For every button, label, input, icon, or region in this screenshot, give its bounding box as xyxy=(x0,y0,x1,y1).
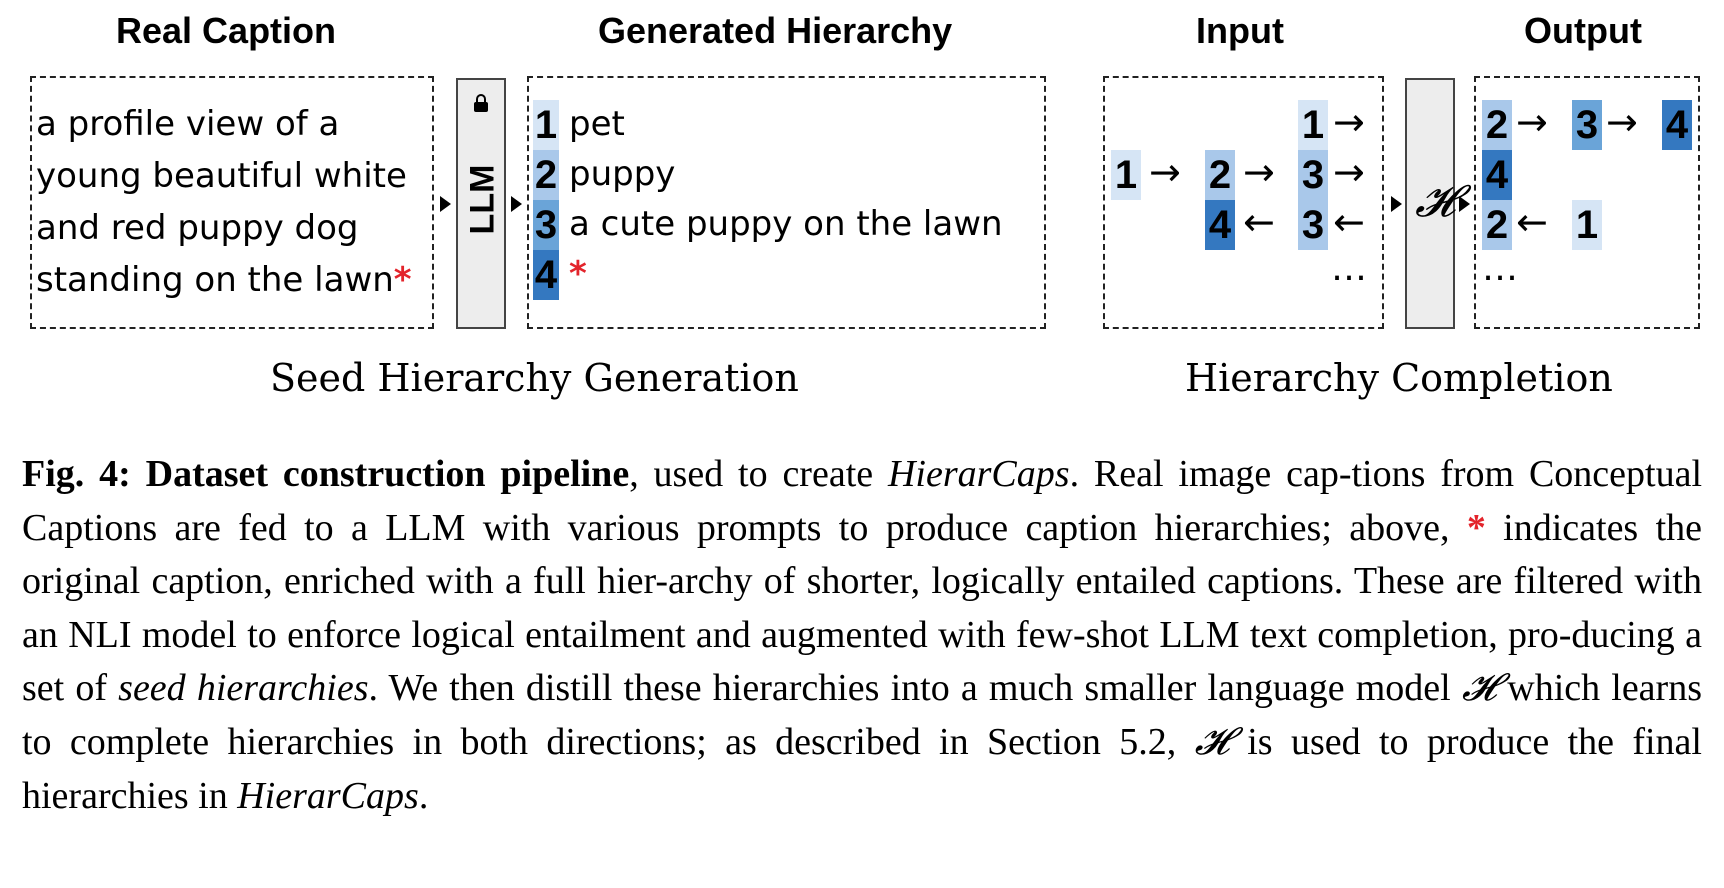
caption-text: . Real image cap-tions from Conceptual C… xyxy=(22,453,1703,549)
caption-text: which learns to complete hierarchies in … xyxy=(22,667,1702,763)
output-num: 2 xyxy=(1482,100,1512,150)
level-2-badge: 2 xyxy=(533,150,559,200)
output-num: 1 xyxy=(1572,200,1602,250)
output-num: 2 xyxy=(1482,200,1512,250)
real-caption-line: standing on the lawn* xyxy=(36,260,412,300)
caption-text: . We then distill these hierarchies into… xyxy=(368,667,1462,710)
input-num: 3 xyxy=(1298,150,1328,200)
caption-text: , used to create xyxy=(629,453,888,495)
caption-text: . xyxy=(418,774,429,817)
h-model-box: 𝓗 xyxy=(1405,78,1455,329)
left-arrow-icon: ← xyxy=(1516,200,1548,244)
header-output: Output xyxy=(1524,10,1642,51)
caption-label: Fig. 4: Dataset construction pipeline xyxy=(22,453,630,495)
output-num: 3 xyxy=(1572,100,1602,150)
real-caption-line: and red puppy dog xyxy=(36,208,359,248)
generated-caption-4-star: * xyxy=(569,254,587,294)
input-num: 3 xyxy=(1298,200,1328,250)
right-arrow-icon: → xyxy=(1333,100,1365,144)
caption-text: is used to produce the final hierarchies… xyxy=(22,720,1702,817)
generated-caption-2: puppy xyxy=(569,154,676,194)
output-num: 4 xyxy=(1662,100,1692,150)
caption-dataset-name: HierarCaps xyxy=(887,453,1070,495)
input-box: 1 → 1 → 2 → 3 → 4 ← 3 ← … xyxy=(1103,76,1384,329)
arrow-head-icon xyxy=(1459,196,1470,212)
arrow-head-icon xyxy=(1391,196,1402,212)
caption-seed-hierarchies: seed hierarchies xyxy=(118,667,369,710)
ellipsis: … xyxy=(1482,248,1522,289)
input-num: 1 xyxy=(1111,150,1141,200)
input-num: 2 xyxy=(1205,150,1235,200)
original-caption-star: * xyxy=(393,260,412,300)
caption-text: indicates the original caption, enriched… xyxy=(22,506,1702,710)
level-4-badge: 4 xyxy=(533,250,559,300)
right-arrow-icon: → xyxy=(1333,150,1365,194)
left-arrow-icon: ← xyxy=(1243,200,1275,244)
right-arrow-icon: → xyxy=(1149,150,1181,194)
right-arrow-icon: → xyxy=(1516,100,1548,144)
level-1-badge: 1 xyxy=(533,100,559,150)
caption-star: * xyxy=(1466,506,1486,549)
header-input: Input xyxy=(1196,10,1284,51)
header-real-caption: Real Caption xyxy=(116,10,337,51)
arrow-head-icon xyxy=(511,196,522,212)
real-caption-box: a profile view of a young beautiful whit… xyxy=(30,76,434,329)
h-symbol: 𝓗 xyxy=(1415,176,1455,227)
llm-box: LLM xyxy=(456,78,506,329)
right-arrow-icon: → xyxy=(1243,150,1275,194)
generated-hierarchy-box: 1 2 3 4 pet puppy a cute puppy on the la… xyxy=(527,76,1046,329)
lock-icon xyxy=(474,94,488,112)
level-3-badge: 3 xyxy=(533,200,559,250)
subtitle-hierarchy-completion: Hierarchy Completion xyxy=(1185,356,1613,400)
real-caption-line: a profile view of a xyxy=(36,104,340,144)
generated-caption-3: a cute puppy on the lawn xyxy=(569,204,1003,244)
caption-dataset-name: HierarCaps xyxy=(237,774,419,817)
llm-label: LLM xyxy=(463,164,502,235)
header-generated-hierarchy: Generated Hierarchy xyxy=(598,10,953,51)
caption-h-symbol: 𝓗 xyxy=(1194,720,1229,763)
subtitle-seed-hierarchy-generation: Seed Hierarchy Generation xyxy=(270,356,799,400)
input-num: 1 xyxy=(1298,100,1328,150)
caption-h-symbol: 𝓗 xyxy=(1461,667,1497,710)
right-arrow-icon: → xyxy=(1606,100,1638,144)
output-num: 4 xyxy=(1482,150,1512,200)
ellipsis: … xyxy=(1331,248,1371,289)
figure-caption: Fig. 4: Dataset construction pipeline, u… xyxy=(22,448,1702,823)
output-box: 2 → 3 → 4 4 2 ← 1 … xyxy=(1474,76,1700,329)
arrow-head-icon xyxy=(440,196,451,212)
generated-caption-1: pet xyxy=(569,104,625,144)
real-caption-line: young beautiful white xyxy=(36,156,407,196)
left-arrow-icon: ← xyxy=(1333,200,1365,244)
input-num: 4 xyxy=(1205,200,1235,250)
